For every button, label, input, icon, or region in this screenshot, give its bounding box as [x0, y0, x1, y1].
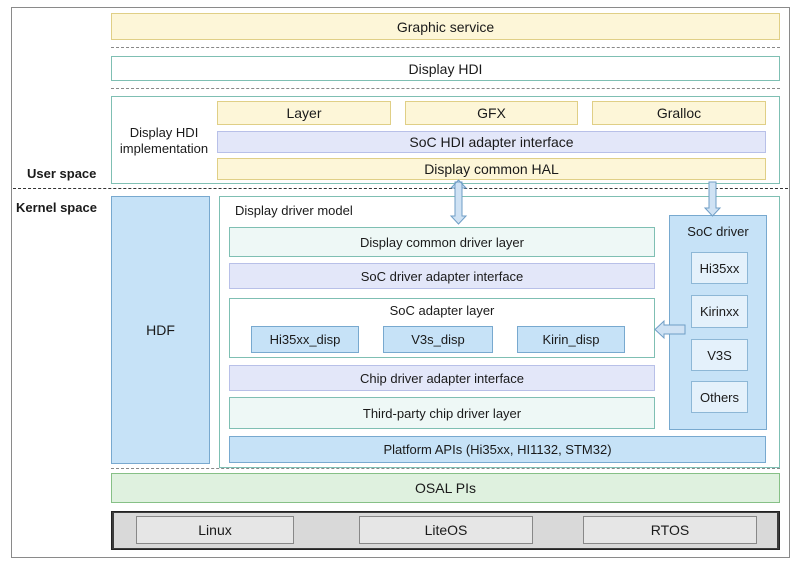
os-item-liteos: LiteOS [359, 516, 533, 544]
soc-hdi-adapter-interface: SoC HDI adapter interface [217, 131, 766, 153]
layer-box: Layer [217, 101, 391, 125]
os-item-linux: Linux [136, 516, 294, 544]
third-party-chip-driver-layer: Third-party chip driver layer [229, 397, 655, 429]
user-space-label: User space [27, 166, 97, 181]
hdi-implementation-label-line1: Display HDI [129, 125, 199, 140]
os-item-rtos: RTOS [583, 516, 757, 544]
soc-driver-item-others: Others [691, 381, 748, 413]
display-common-driver-layer: Display common driver layer [229, 227, 655, 257]
soc-adapter-layer-title: SoC adapter layer [389, 302, 495, 318]
soc-driver-item-kirinxx: Kirinxx [691, 295, 748, 328]
diagram-frame [11, 7, 790, 558]
display-common-hal: Display common HAL [217, 158, 766, 180]
soc-driver-title: SoC driver [687, 223, 749, 239]
arrow-hal-to-soc-driver [703, 181, 722, 217]
display-hdi-box: Display HDI [111, 56, 780, 81]
arrow-hal-to-driver-model [449, 179, 468, 225]
soc-driver-item-hi35xx: Hi35xx [691, 252, 748, 284]
soc-driver-adapter-interface: SoC driver adapter interface [229, 263, 655, 289]
gralloc-box: Gralloc [592, 101, 766, 125]
divider-3 [111, 468, 780, 469]
hdi-implementation-label-line2: implementation [119, 141, 209, 156]
divider-2 [111, 88, 780, 89]
chip-driver-adapter-interface: Chip driver adapter interface [229, 365, 655, 391]
hdf-box: HDF [111, 196, 210, 464]
graphic-service-box: Graphic service [111, 13, 780, 40]
divider-1 [111, 47, 780, 48]
disp-item-v3s: V3s_disp [383, 326, 493, 353]
platform-apis: Platform APIs (Hi35xx, HI1132, STM32) [229, 436, 766, 463]
disp-item-hi35xx: Hi35xx_disp [251, 326, 359, 353]
gfx-box: GFX [405, 101, 578, 125]
arrow-soc-driver-to-adapter [654, 319, 686, 340]
osal-box: OSAL PIs [111, 473, 780, 503]
hdi-implementation-label: Display HDI implementation [113, 123, 215, 159]
kernel-space-label: Kernel space [16, 200, 97, 215]
driver-model-title: Display driver model [235, 203, 353, 218]
disp-item-kirin: Kirin_disp [517, 326, 625, 353]
soc-driver-item-v3s: V3S [691, 339, 748, 371]
space-divider [13, 188, 788, 189]
